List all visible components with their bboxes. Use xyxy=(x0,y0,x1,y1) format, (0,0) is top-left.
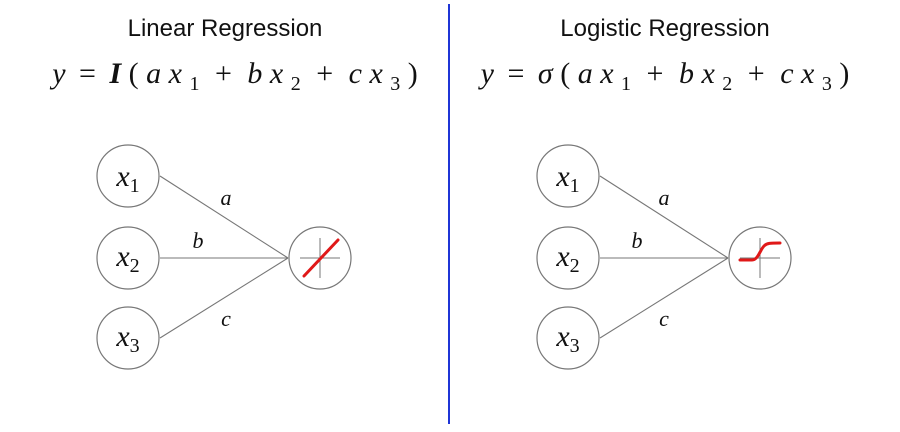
input-node-x3-label: x3 xyxy=(115,320,139,357)
input-node-x3: x3 xyxy=(96,306,160,370)
panel-title-logistic: Logistic Regression xyxy=(560,15,769,42)
formula-logistic: y = σ ( a x 1 + b x 2 + c x 3 ) xyxy=(478,57,850,97)
input-node-x1-label: x1 xyxy=(115,160,139,197)
input-node-x2: x2 xyxy=(96,226,160,290)
edge-x3-output xyxy=(599,257,729,339)
weight-b-label: b xyxy=(632,228,643,253)
linear-regression-panel: Linear Regression y = I ( a x 1 + b x 2 … xyxy=(49,15,418,370)
weight-a-label: a xyxy=(659,185,670,210)
edge-x1-output xyxy=(159,175,289,259)
edge-x1-output xyxy=(599,175,729,259)
weight-c-label: c xyxy=(221,306,231,331)
sigmoid-icon xyxy=(738,238,782,278)
input-node-x2-label: x2 xyxy=(555,240,579,277)
input-node-x1: x1 xyxy=(96,144,160,208)
output-node-logistic xyxy=(728,226,792,290)
edge-x3-output xyxy=(159,257,289,339)
panel-title-linear: Linear Regression xyxy=(128,15,323,42)
input-node-x3: x3 xyxy=(536,306,600,370)
linear-identity-icon xyxy=(300,238,340,278)
weight-c-label: c xyxy=(659,306,669,331)
input-node-x1-label: x1 xyxy=(555,160,579,197)
weight-b-label: b xyxy=(193,228,204,253)
input-node-x1: x1 xyxy=(536,144,600,208)
input-node-x2: x2 xyxy=(536,226,600,290)
input-node-x2-label: x2 xyxy=(115,240,139,277)
output-node-linear xyxy=(288,226,352,290)
input-node-x3-label: x3 xyxy=(555,320,579,357)
formula-linear: y = I ( a x 1 + b x 2 + c x 3 ) xyxy=(49,57,418,97)
logistic-regression-panel: Logistic Regression y = σ ( a x 1 + b x … xyxy=(478,15,850,370)
weight-a-label: a xyxy=(221,185,232,210)
